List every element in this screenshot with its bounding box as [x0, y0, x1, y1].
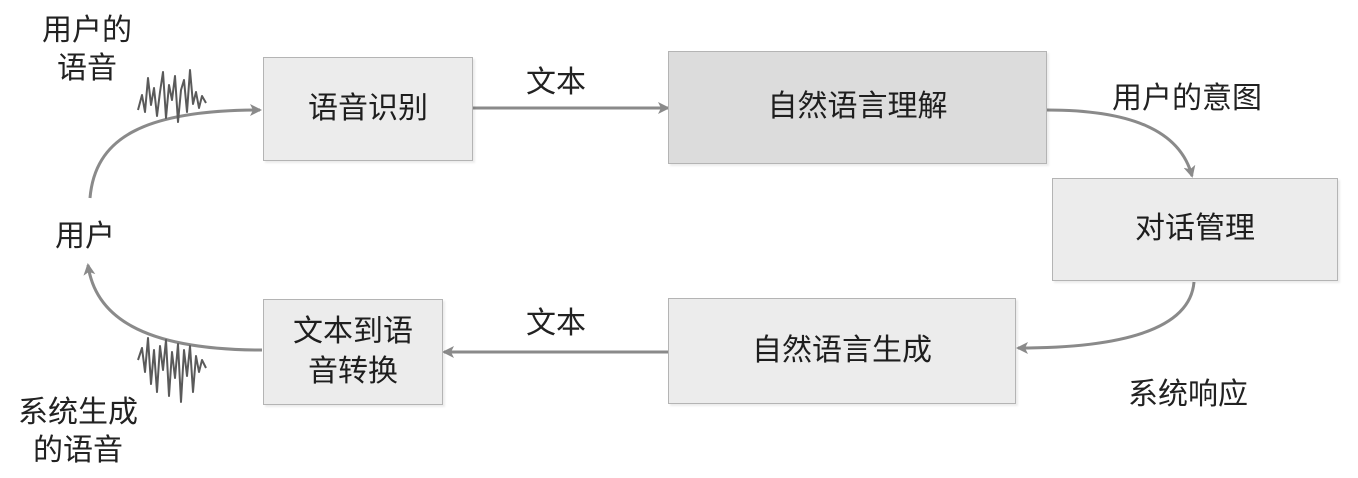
- arrow-dm-to-nlg: [1016, 281, 1196, 354]
- node-tts-label-line2: 音转换: [308, 354, 398, 389]
- label-system-response: 系统响应: [1128, 377, 1248, 412]
- label-user-speech-line1: 用户的: [42, 13, 132, 48]
- label-user-speech: 用户的 语音: [42, 12, 132, 87]
- arrow-nlu-to-dm: [1046, 108, 1196, 178]
- node-dm-label: 对话管理: [1135, 211, 1255, 247]
- node-tts-label-line1: 文本到语: [293, 313, 413, 349]
- node-speech-recognition-label: 语音识别: [308, 90, 428, 126]
- node-text-to-speech: 文本到语 音转换: [263, 299, 443, 405]
- node-nlu-label: 自然语言理解: [767, 89, 948, 125]
- node-nlg-label: 自然语言生成: [752, 332, 932, 368]
- label-user-speech-line2: 语音: [57, 50, 117, 86]
- waveform-system-speech-icon: [137, 337, 207, 403]
- label-text-top: 文本: [526, 65, 586, 100]
- label-system-speech: 系统生成 的语音: [18, 394, 138, 469]
- node-natural-language-understanding: 自然语言理解: [668, 51, 1047, 164]
- node-dialogue-management: 对话管理: [1052, 178, 1338, 281]
- label-user-intent: 用户的意图: [1112, 81, 1262, 116]
- label-user: 用户: [55, 219, 115, 254]
- arrow-tts-to-user: [83, 263, 263, 352]
- node-speech-recognition: 语音识别: [263, 57, 473, 161]
- waveform-user-speech-icon: [137, 69, 207, 123]
- node-natural-language-generation: 自然语言生成: [668, 298, 1016, 404]
- label-text-bottom: 文本: [526, 306, 586, 341]
- label-system-speech-line2: 的语音: [33, 432, 123, 468]
- arrow-user-to-asr: [88, 104, 262, 199]
- label-system-speech-line1: 系统生成: [18, 395, 138, 430]
